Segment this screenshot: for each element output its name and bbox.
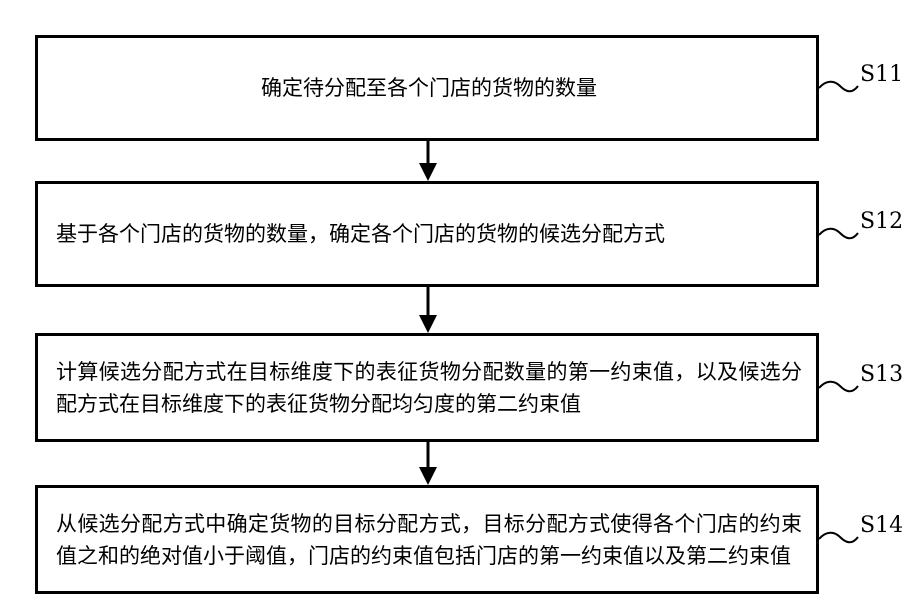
step-label-s14: S14 [860,515,903,537]
flow-arrow-s12-s13 [419,287,437,333]
leader-line-s14 [819,533,858,543]
leader-line-s13 [819,382,858,392]
step-label-s12: S12 [860,211,903,233]
leader-line-s11 [819,82,858,92]
step-label-s11: S11 [860,64,903,86]
step-label-s13: S13 [860,364,903,386]
flow-arrow-s13-s14 [419,442,437,485]
flow-arrow-s11-s12 [419,141,437,181]
leader-line-s12 [819,229,858,239]
